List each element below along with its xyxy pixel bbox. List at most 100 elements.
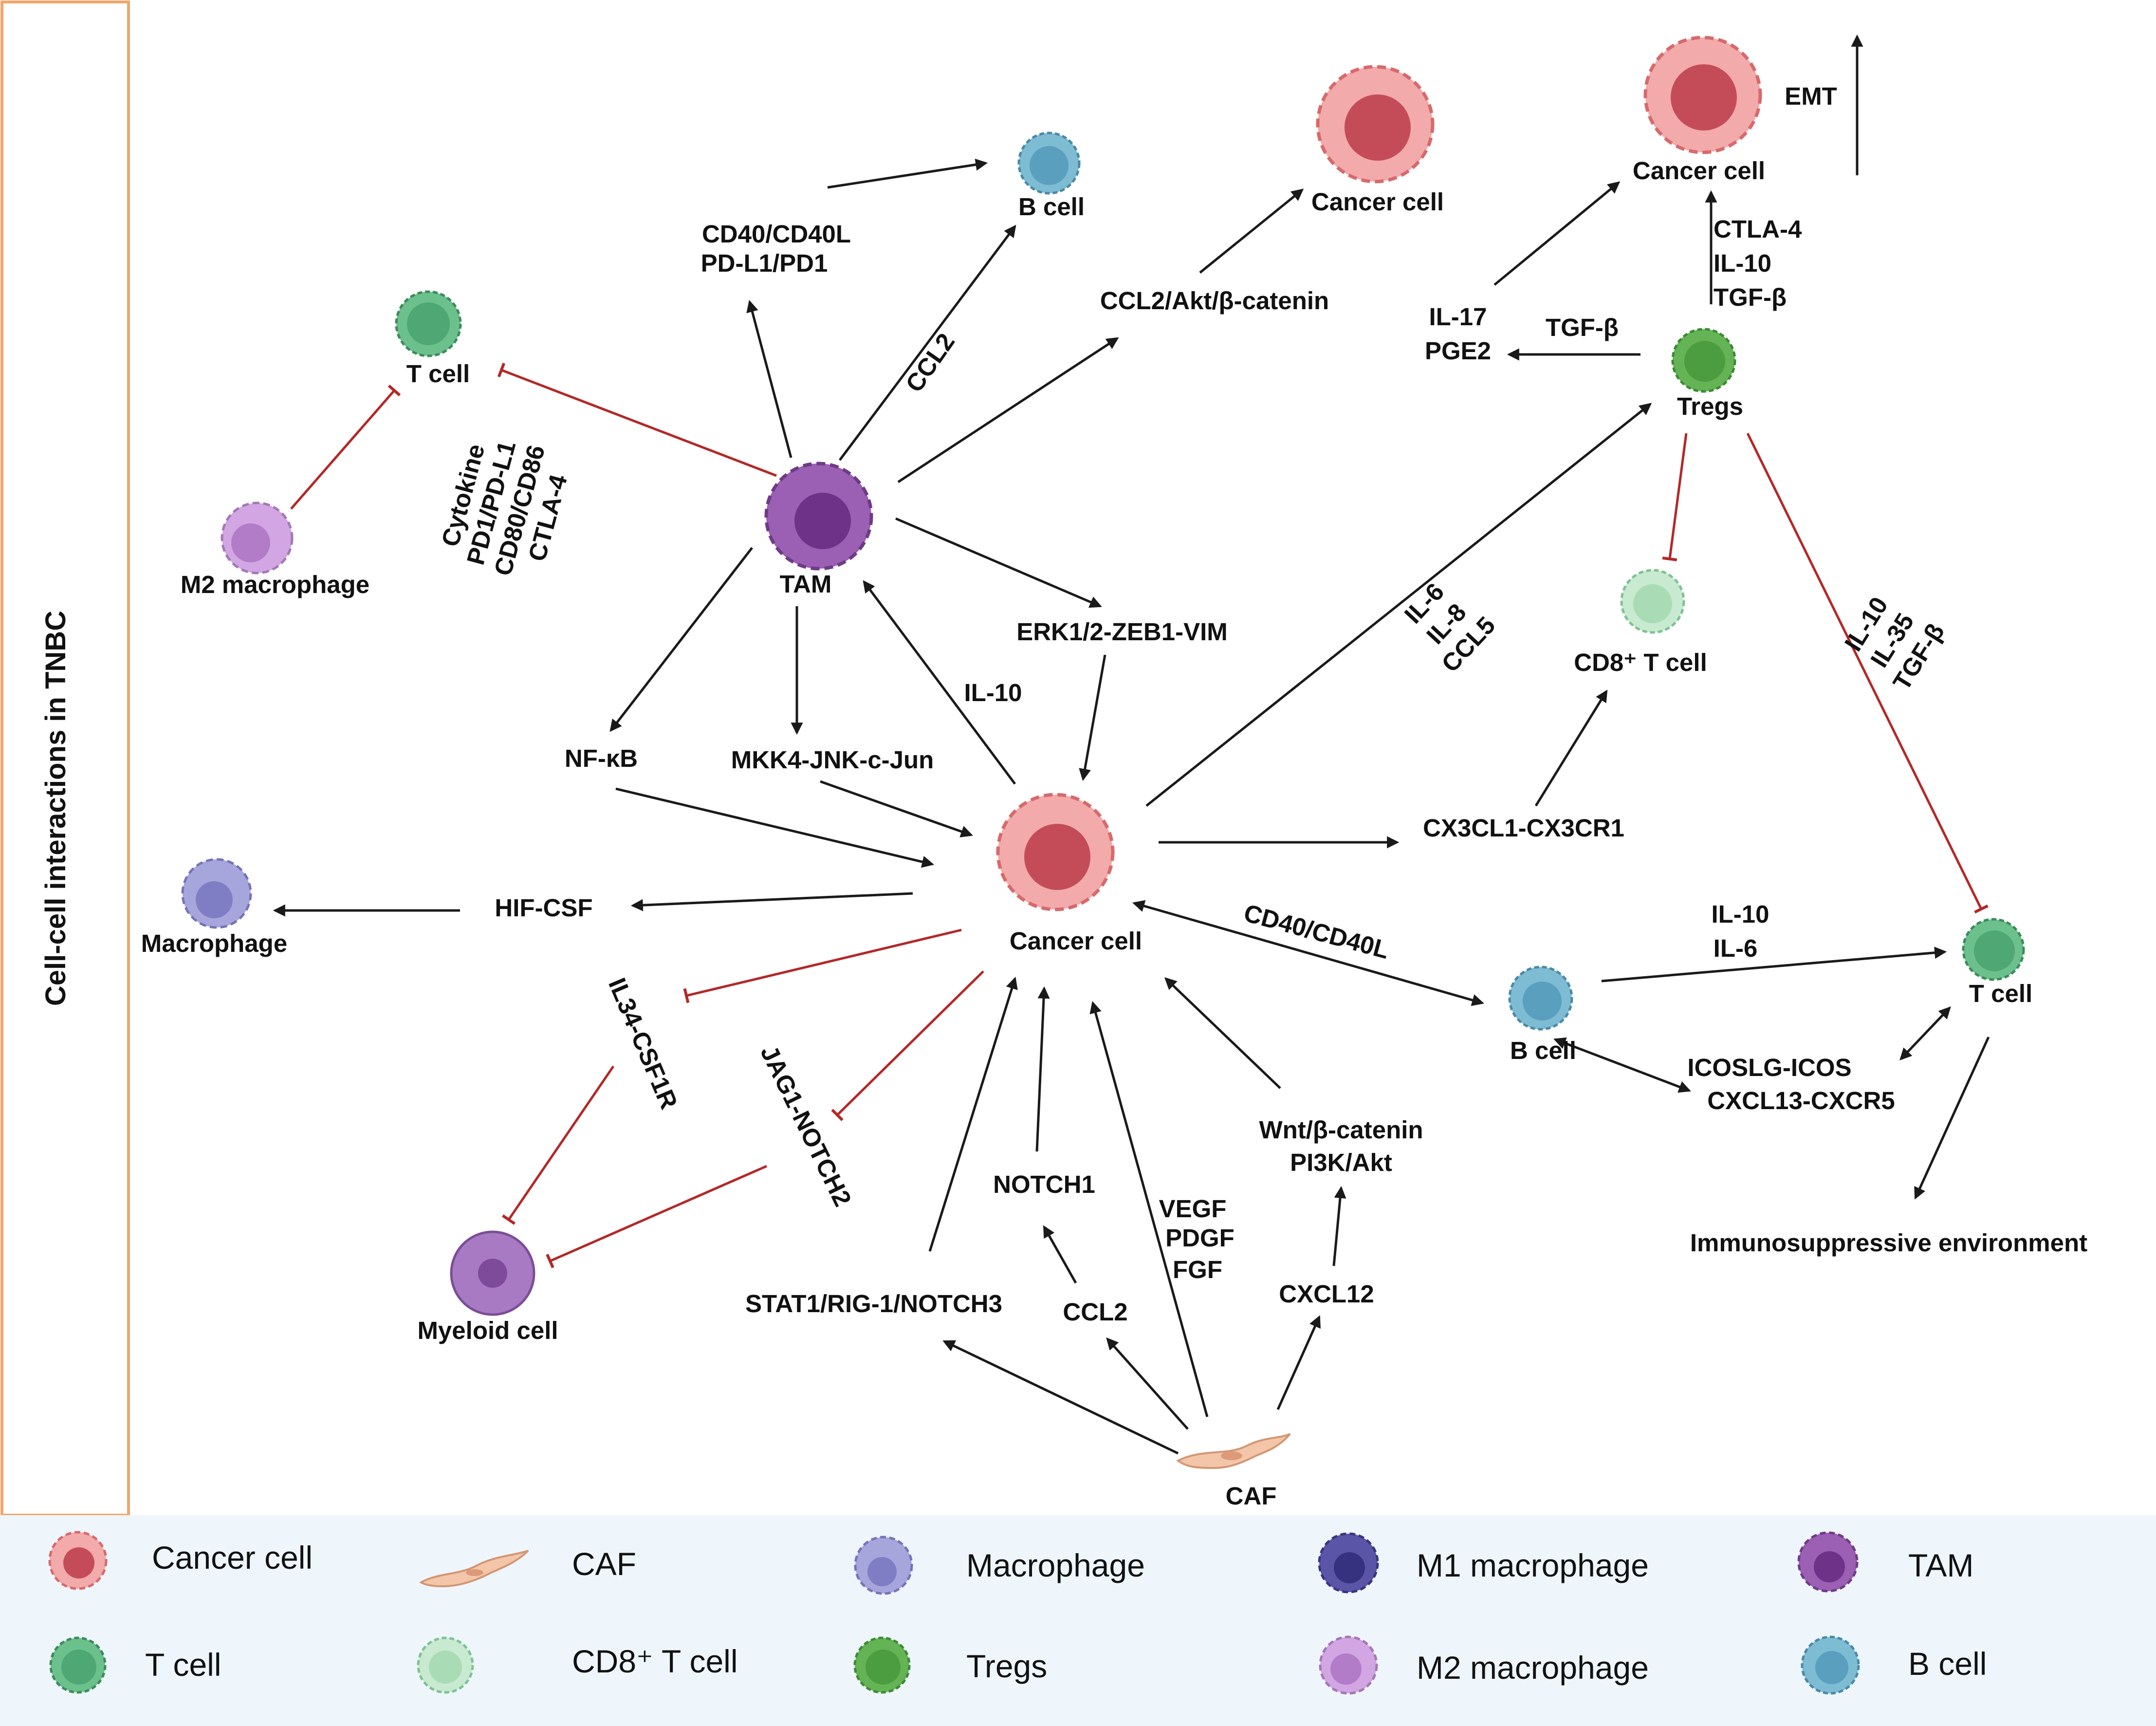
edge-tam-bcell	[839, 224, 1016, 461]
legend-label: M2 macrophage	[1417, 1650, 1649, 1686]
cytokine-label-group: Cytokine PD1/PD-L1 CD80/CD86 CTLA-4	[436, 438, 572, 578]
edges	[273, 34, 1990, 1455]
erk-label: ERK1/2-ZEB1-VIM	[1016, 618, 1228, 646]
edge-tam-ccl2akt	[897, 337, 1119, 483]
il10-b-label-1: IL-10	[1711, 900, 1769, 928]
il10-label-group: IL-10 IL-35 TGF-β	[1839, 592, 1950, 695]
edge-tam-cd40	[746, 299, 792, 458]
vegf-label-2: PDGF	[1165, 1224, 1235, 1252]
legend-label: Macrophage	[966, 1547, 1145, 1583]
edge-cancer-bcell	[1132, 900, 1485, 1006]
legend-label: CAF	[572, 1546, 636, 1582]
cells	[181, 36, 2025, 1469]
legend-label: B cell	[1908, 1646, 1987, 1682]
b-cell-top-icon	[1017, 131, 1081, 195]
il34-label: IL34-CSF1R	[603, 974, 683, 1113]
macrophage-icon	[854, 1536, 913, 1595]
icoslg-label-2: CXCL13-CXCR5	[1707, 1087, 1895, 1114]
jag1-label: JAG1-NOTCH2	[755, 1041, 857, 1210]
edge-nfkb-cancer	[615, 787, 935, 868]
edge-cd40-bcell	[827, 158, 988, 189]
edge-erk-cancer	[1079, 654, 1106, 781]
legend-item: TAM	[1797, 1531, 1973, 1593]
legend: Cancer cell CAF Macrophage M1 macrophage	[48, 1531, 1987, 1695]
il10-tam-label: IL-10	[964, 679, 1022, 706]
t-cell-icon	[49, 1636, 107, 1694]
ccl2-caf-label: CCL2	[1063, 1298, 1127, 1326]
emt-label: EMT	[1785, 82, 1837, 110]
ccl2-tam-label: CCL2	[900, 328, 960, 397]
tam-label: TAM	[780, 570, 832, 598]
hif-label: HIF-CSF	[495, 894, 592, 922]
legend-label: T cell	[145, 1647, 221, 1683]
edge-icoslg-tcell	[1899, 1006, 1951, 1061]
edge-labels: EMT CD40/CD40L PD-L1/PD1 CCL2/Akt/β-cate…	[436, 82, 1950, 1326]
wnt-label-2: PI3K/Akt	[1290, 1149, 1392, 1176]
legend-label: Cancer cell	[152, 1540, 313, 1576]
side-title: Cell-cell interactions in TNBC	[40, 611, 72, 1006]
il6-label-group: IL-6 IL-8 CCL5	[1399, 577, 1501, 677]
cancer-top-icon	[1316, 65, 1435, 184]
edge-cancer-hif	[630, 892, 913, 911]
stat1-label: STAT1/RIG-1/NOTCH3	[745, 1290, 1002, 1318]
side-panel: Cell-cell interactions in TNBC	[0, 0, 130, 1517]
b-cell-mid-label: B cell	[1510, 1037, 1576, 1064]
edge-bcell-tcell	[1601, 947, 1947, 983]
caf-icon	[1176, 1433, 1291, 1469]
edge-il17-cancer	[1493, 181, 1621, 286]
tregs-icon	[853, 1636, 911, 1694]
b-cell-icon	[1801, 1635, 1860, 1695]
edge-stat1-cancer	[928, 977, 1018, 1252]
il17-label-1: IL-17	[1429, 303, 1487, 331]
side-panel-box	[0, 0, 130, 1517]
edge-caf-stat1	[942, 1340, 1179, 1455]
edge-tregs-cd8	[1662, 433, 1688, 561]
ctla-tregs-label-1: CTLA-4	[1714, 215, 1802, 243]
cancer-cell-icon	[48, 1531, 108, 1590]
legend-item: Cancer cell	[48, 1531, 313, 1590]
notch1-label: NOTCH1	[993, 1170, 1095, 1198]
immunosuppressive-label: Immunosuppressive environment	[1690, 1229, 2087, 1257]
tregs-label: Tregs	[1677, 392, 1743, 420]
cancer-top-label: Cancer cell	[1311, 188, 1444, 216]
edge-ccl2-notch1	[1043, 1225, 1077, 1284]
tam-icon	[764, 462, 873, 571]
m2-macrophage-icon	[1319, 1635, 1378, 1695]
legend-item: CD8⁺ T cell	[417, 1636, 738, 1694]
legend-item: M2 macrophage	[1319, 1635, 1649, 1695]
tam-icon	[1797, 1531, 1859, 1593]
edge-notch1-cancer	[1035, 986, 1050, 1152]
macrophage-label: Macrophage	[141, 929, 287, 957]
edge-ccl2akt-cancer	[1199, 188, 1304, 274]
node-labels: T cell M2 macrophage TAM B cell Cancer c…	[141, 157, 2087, 1510]
legend-item: B cell	[1801, 1635, 1987, 1695]
edge-wnt-cancer	[1164, 977, 1281, 1089]
cancer-center-icon	[996, 793, 1115, 911]
cd40-tam-label-2: PD-L1/PD1	[701, 249, 828, 277]
cancer-center-label: Cancer cell	[1010, 927, 1142, 955]
vegf-label-1: VEGF	[1159, 1195, 1227, 1223]
t-cell-top-icon	[395, 290, 462, 357]
edge-mkk4-cancer	[820, 780, 973, 837]
legend-item: Tregs	[853, 1636, 1047, 1694]
t-cell-right-icon	[1962, 918, 2025, 981]
m2-macrophage-icon	[221, 501, 294, 575]
wnt-label-1: Wnt/β-catenin	[1259, 1116, 1423, 1144]
edge-caf-cxcl12	[1276, 1315, 1321, 1410]
cd40-tam-label-1: CD40/CD40L	[702, 220, 851, 248]
t-cell-right-label: T cell	[1969, 980, 2032, 1007]
legend-panel	[0, 1515, 2156, 1726]
caf-label: CAF	[1226, 1482, 1277, 1510]
legend-item: T cell	[49, 1636, 221, 1694]
edge-jag1-myeloid	[546, 1165, 768, 1268]
macrophage-icon	[181, 858, 252, 929]
edge-cancer-il34	[683, 928, 962, 1003]
edge-cxcl12-wnt	[1332, 1186, 1346, 1266]
b-cell-top-label: B cell	[1018, 193, 1085, 221]
edge-caf-cancer-direct	[1089, 1001, 1209, 1417]
legend-label: TAM	[1908, 1547, 1973, 1583]
edge-tam-nfkb	[609, 547, 753, 732]
nfkb-label: NF-κB	[565, 744, 638, 772]
m2-macrophage-label: M2 macrophage	[181, 571, 369, 598]
cx3cl1-label: CX3CL1-CX3CR1	[1423, 814, 1624, 842]
